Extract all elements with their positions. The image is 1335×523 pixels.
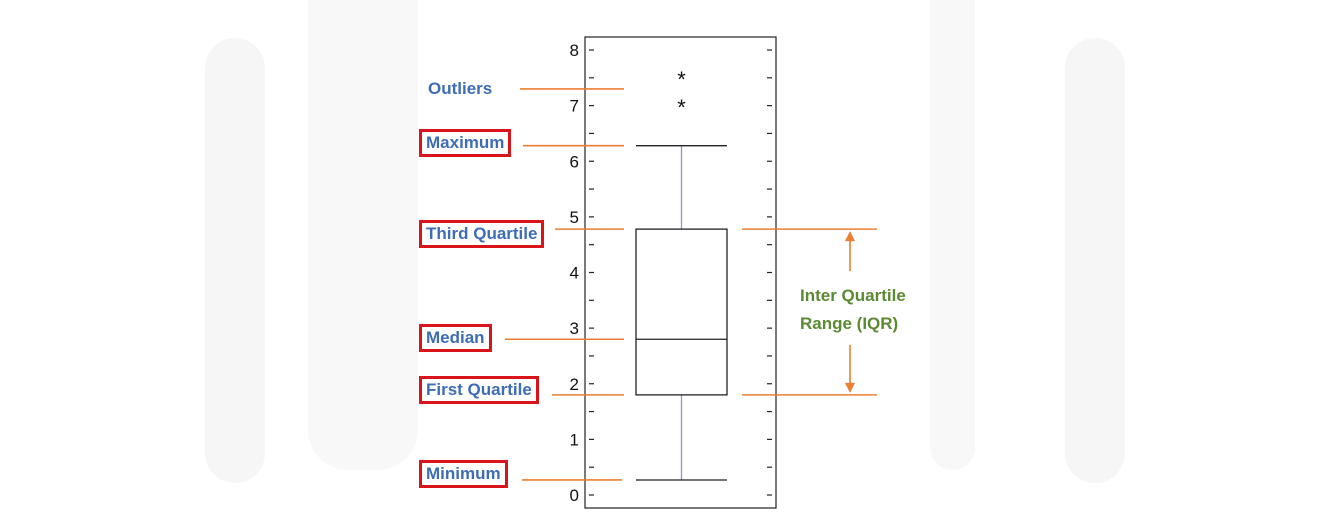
plot-frame [584,36,777,509]
minimum-label: Minimum [419,460,508,488]
outliers-label: Outliers [428,79,493,98]
y-tick-label: 7 [570,97,579,116]
outlier-point: * [677,95,686,120]
background-band-left [308,0,418,470]
iqr-box [635,228,728,396]
y-tick-label: 0 [570,486,579,505]
iqr-arrow-down-head [845,382,855,393]
iqr-arrow-up-head [845,231,855,242]
background-shape-left [205,38,265,483]
median-label: Median [419,324,492,352]
iqr-label-line2: Range (IQR) [800,314,899,333]
background-shape-right [1065,38,1125,483]
y-tick-label: 4 [570,264,579,283]
y-tick-label: 1 [570,430,579,449]
y-tick-label: 2 [570,375,579,394]
maximum-label: Maximum [419,129,512,157]
outlier-point: * [677,67,686,92]
y-tick-label: 6 [570,152,579,171]
first-quartile-label: First Quartile [419,376,539,404]
iqr-label: Inter Quartile Range (IQR) [800,282,906,338]
third-quartile-label: Third Quartile [419,220,545,248]
y-tick-label: 3 [570,319,579,338]
iqr-label-line1: Inter Quartile [800,286,906,305]
y-tick-label: 8 [570,41,579,60]
background-band-right [930,0,975,470]
y-tick-label: 5 [570,208,579,227]
